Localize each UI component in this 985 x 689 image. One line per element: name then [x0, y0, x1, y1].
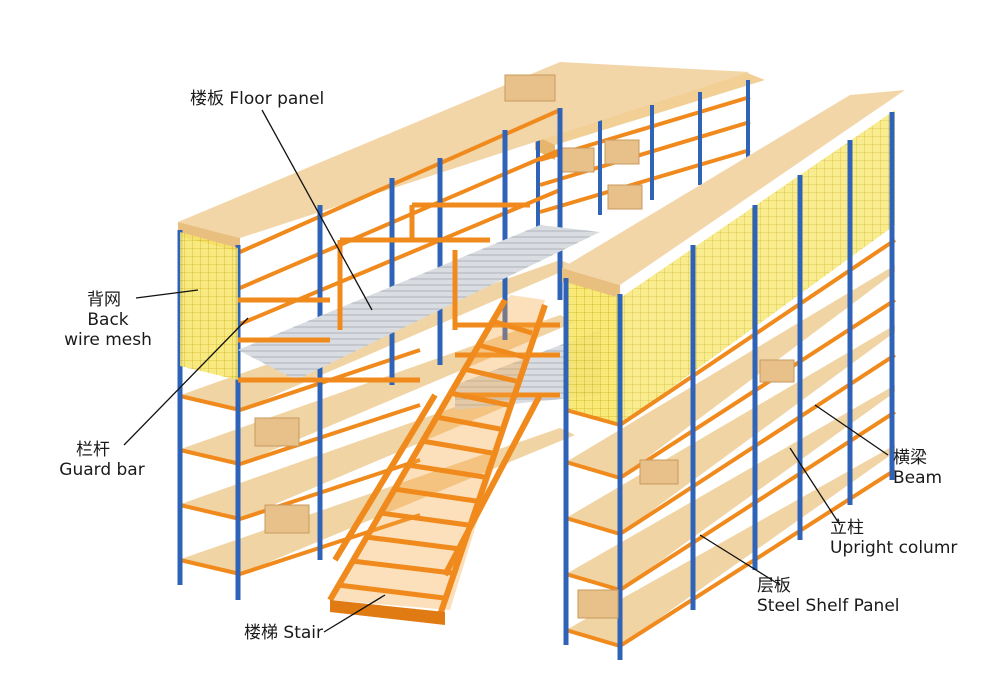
box: [759, 359, 795, 383]
steel-shelf-panel-en: Steel Shelf Panel: [757, 596, 900, 616]
label-steel-shelf-panel: 层板 Steel Shelf Panel: [757, 576, 900, 616]
leader-lines: [123, 109, 889, 633]
box: [604, 139, 640, 165]
floor-panel-zh: 楼板: [190, 89, 224, 109]
leader-upright-column: [789, 447, 841, 526]
beam-en: Beam: [893, 468, 943, 488]
box: [577, 589, 619, 619]
box: [504, 74, 556, 102]
label-floor-panel: 楼板 Floor panel: [190, 89, 324, 109]
leader-back-wire-mesh: [135, 289, 199, 299]
label-upright-column: 立柱 Upright columr: [830, 518, 960, 558]
box: [559, 147, 595, 173]
back-wire-mesh-en-1: Back: [87, 310, 129, 330]
box: [639, 459, 679, 485]
upright-column-zh: 立柱: [830, 518, 864, 538]
beam-zh: 横梁: [893, 448, 927, 468]
back-wire-mesh-zh: 背网: [87, 290, 121, 310]
guard-bar-zh: 栏杆: [76, 440, 110, 460]
stair-en: Stair: [283, 623, 323, 643]
stair-zh: 楼梯: [244, 623, 278, 643]
box: [254, 417, 300, 447]
steel-shelf-panel-zh: 层板: [757, 576, 791, 596]
back-middle-rack: [535, 72, 765, 230]
leader-beam: [814, 404, 889, 456]
leader-floor-panel: [261, 109, 373, 311]
label-stair: 楼梯 Stair: [244, 623, 323, 643]
floor-panel-en: Floor panel: [229, 89, 325, 109]
leader-guard-bar: [123, 317, 249, 446]
box: [264, 504, 310, 534]
box: [607, 184, 643, 210]
leader-stair: [323, 594, 386, 633]
stair: [327, 295, 548, 625]
label-beam: 横梁 Beam: [893, 448, 942, 488]
back-wire-mesh: [566, 282, 620, 425]
right-rack: [562, 90, 905, 660]
leader-steel-shelf-panel: [699, 534, 781, 586]
upright-column-en: Upright columr: [830, 538, 958, 558]
guard-bar-en: Guard bar: [59, 460, 145, 480]
label-guard-bar: 栏杆 Guard bar: [52, 440, 152, 480]
label-back-wire-mesh: 背网 Back wire mesh: [58, 290, 158, 350]
back-wire-mesh-en-2: wire mesh: [64, 330, 152, 350]
